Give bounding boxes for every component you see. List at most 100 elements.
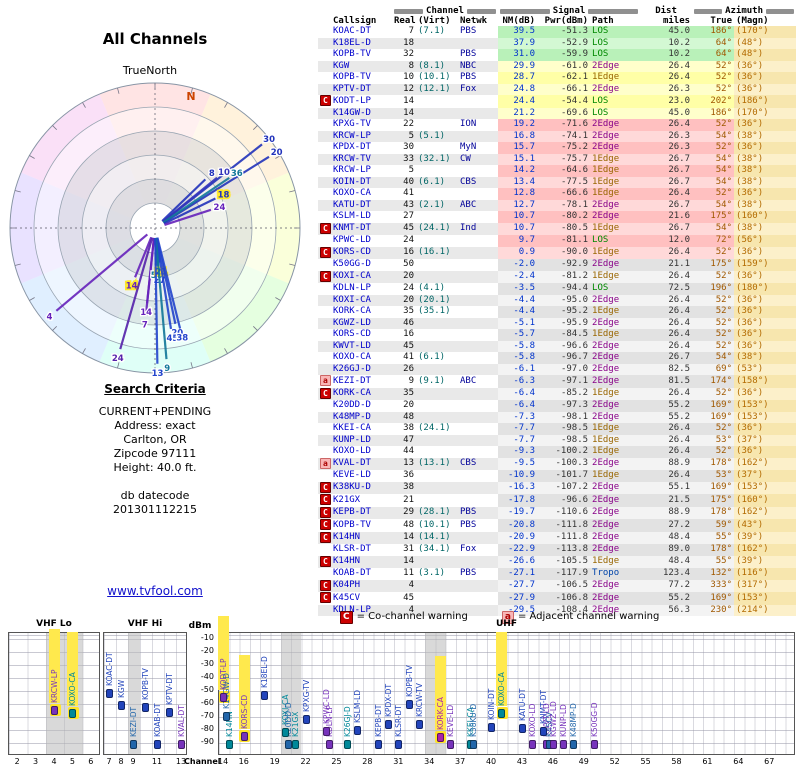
cell-callsign[interactable]: KVAL-DT	[331, 457, 392, 470]
station-marker	[118, 701, 125, 711]
cell-callsign[interactable]: KUNP-LD	[331, 434, 392, 446]
cell-callsign[interactable]: K38KU-D	[331, 481, 392, 494]
cell-callsign[interactable]: KWVT-LD	[331, 340, 392, 352]
cell-callsign[interactable]: KEVE-LD	[331, 470, 392, 482]
cell-warning	[318, 363, 331, 375]
cell-callsign[interactable]: KLSR-DT	[331, 544, 392, 556]
cell-callsign[interactable]: KOXO-CA	[331, 188, 392, 200]
radar-spoke	[146, 237, 156, 304]
cell-callsign[interactable]: KORK-CA	[331, 306, 392, 318]
cell-callsign[interactable]: KATU-DT	[331, 199, 392, 211]
cell-power: -95.2	[537, 306, 591, 318]
cell-distance-miles: 123.4	[640, 568, 693, 580]
header-real-channel: Real	[394, 16, 416, 26]
cell-callsign[interactable]: KGW	[331, 60, 392, 72]
cell-power: -96.7	[537, 352, 591, 364]
cell-callsign[interactable]: KEZI-DT	[331, 375, 392, 388]
cell-distance-miles: 26.4	[640, 72, 693, 84]
search-criteria-line: Height: 40.0 ft.	[113, 461, 197, 474]
cell-callsign[interactable]: KKEI-CA	[331, 423, 392, 435]
cell-noise-margin: -27.1	[498, 568, 538, 580]
cell-path: 2Edge	[590, 363, 641, 375]
cell-callsign[interactable]: KPTV-DT	[331, 83, 392, 95]
cell-callsign[interactable]: KGWZ-LD	[331, 317, 392, 329]
cell-network	[458, 400, 499, 412]
cell-virtual-channel	[416, 119, 458, 131]
cell-callsign[interactable]: KOAB-DT	[331, 568, 392, 580]
cell-warning: C	[318, 494, 331, 507]
x-axis-tick: 22	[300, 757, 311, 766]
station-label: K50GG-D	[590, 702, 600, 738]
cell-callsign[interactable]: K50GG-D	[331, 259, 392, 271]
cell-callsign[interactable]: KOXO-CA	[331, 352, 392, 364]
tvfool-link[interactable]: www.tvfool.com	[107, 584, 203, 598]
cell-magnetic-azimuth: (56°)	[734, 235, 797, 247]
cell-callsign[interactable]: KOPB-TV	[331, 72, 392, 84]
x-axis-tick: 61	[702, 757, 713, 766]
cell-warning	[318, 199, 331, 211]
cell-callsign[interactable]: K21GX	[331, 494, 392, 507]
cell-callsign[interactable]: K04PH	[331, 579, 392, 592]
cell-callsign[interactable]: K48MP-D	[331, 411, 392, 423]
cell-callsign[interactable]: KPDX-DT	[331, 142, 392, 154]
cell-warning	[318, 446, 331, 458]
cell-callsign[interactable]: K45CV	[331, 592, 392, 605]
cell-callsign[interactable]: KPWC-LD	[331, 235, 392, 247]
cell-callsign[interactable]: KRCW-TV	[331, 153, 392, 165]
cell-callsign[interactable]: KODT-LP	[331, 95, 392, 108]
cell-network: PBS	[458, 72, 499, 84]
cell-callsign[interactable]: KOXI-CA	[331, 294, 392, 306]
cell-magnetic-azimuth: (36°)	[734, 306, 797, 318]
cell-callsign[interactable]: KEPB-DT	[331, 506, 392, 519]
cell-distance-miles: 26.7	[640, 165, 693, 177]
cell-true-azimuth: 54°	[692, 199, 735, 211]
cell-network	[458, 95, 499, 108]
adjacent-channel-warning-badge: a	[320, 375, 331, 386]
cell-callsign[interactable]: KOAC-DT	[331, 26, 392, 38]
cell-callsign[interactable]: K14HN	[331, 555, 392, 568]
cell-magnetic-azimuth: (36°)	[734, 423, 797, 435]
cell-callsign[interactable]: K14GW-D	[331, 107, 392, 119]
compass-tick	[82, 348, 86, 354]
cell-real-channel: 33	[392, 153, 416, 165]
cell-magnetic-azimuth: (214°)	[734, 604, 797, 616]
cell-callsign[interactable]: KPXG-TV	[331, 119, 392, 131]
cell-callsign[interactable]: KOXI-CA	[331, 270, 392, 283]
station-marker	[178, 740, 185, 750]
cell-callsign[interactable]: KDLN-LP	[331, 604, 392, 616]
cell-callsign[interactable]: KRCW-LP	[331, 165, 392, 177]
cell-callsign[interactable]: KOXO-LD	[331, 446, 392, 458]
cell-callsign[interactable]: KOIN-DT	[331, 176, 392, 188]
cell-callsign[interactable]: KORS-CD	[331, 329, 392, 341]
cell-callsign[interactable]: KRCW-LP	[331, 130, 392, 142]
cell-virtual-channel: (34.1)	[416, 544, 458, 556]
cell-callsign[interactable]: KOPB-TV	[331, 49, 392, 61]
radar-channel-label: 14	[126, 282, 138, 292]
cell-distance-miles: 26.4	[640, 306, 693, 318]
cell-callsign[interactable]: KOPB-TV	[331, 519, 392, 532]
cell-distance-miles: 26.3	[640, 142, 693, 154]
cell-callsign[interactable]: K18EL-D	[331, 37, 392, 49]
cell-callsign[interactable]: K20DD-D	[331, 400, 392, 412]
cell-network: Fox	[458, 83, 499, 95]
cell-network: PBS	[458, 26, 499, 38]
radar-channel-label: 24	[214, 203, 226, 213]
x-axis-tick: 67	[764, 757, 775, 766]
cell-magnetic-azimuth: (36°)	[734, 294, 797, 306]
radar-spokes: 302081036182471414244275021204538913	[45, 134, 284, 376]
compass-tick	[275, 297, 281, 301]
cell-network: CBS	[458, 457, 499, 470]
cell-callsign[interactable]: K14HN	[331, 531, 392, 544]
cell-path: 2Edge	[590, 481, 641, 494]
radar-spoke	[163, 197, 216, 225]
cell-callsign[interactable]: KSLM-LD	[331, 211, 392, 223]
cell-virtual-channel: (28.1)	[416, 506, 458, 519]
cell-callsign[interactable]: KDLN-LP	[331, 283, 392, 295]
cell-callsign[interactable]: KNMT-DT	[331, 222, 392, 235]
cell-callsign[interactable]: K26GJ-D	[331, 363, 392, 375]
cell-callsign[interactable]: KORK-CA	[331, 387, 392, 400]
cell-callsign[interactable]: KORS-CD	[331, 246, 392, 259]
radar-channel-label: 20	[271, 148, 283, 158]
